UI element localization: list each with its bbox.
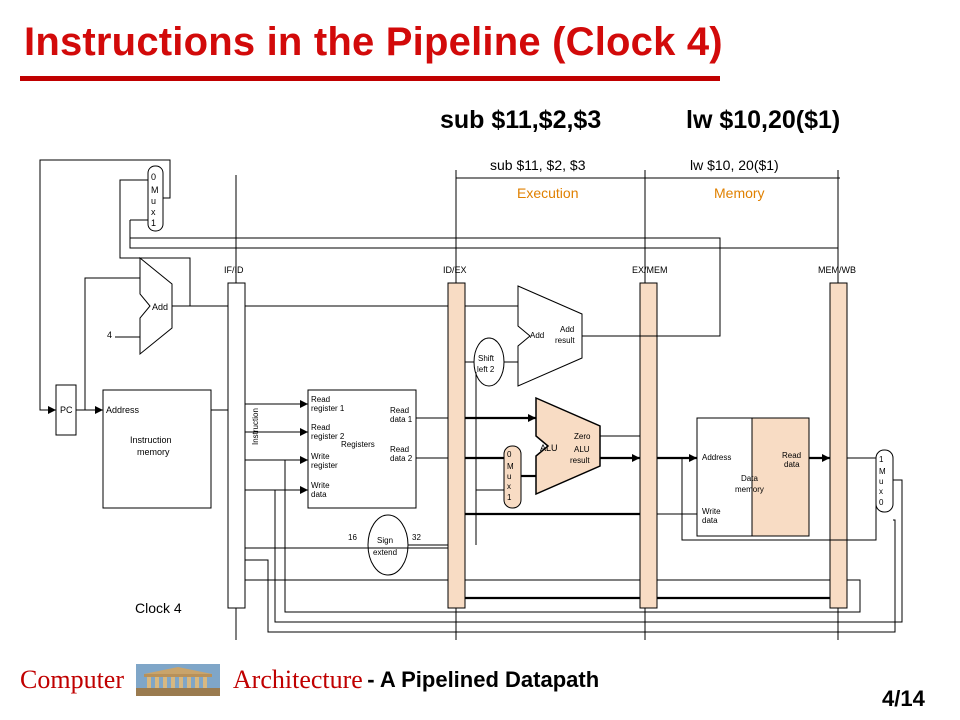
title-underline <box>20 76 720 81</box>
svg-text:Write: Write <box>311 481 330 490</box>
svg-text:1: 1 <box>507 493 512 502</box>
pc-source-mux: 0 M u x 1 <box>147 165 164 232</box>
svg-text:data: data <box>311 490 327 499</box>
stage-memory-label: Memory <box>714 185 765 201</box>
svg-text:memory: memory <box>137 447 170 457</box>
pc-adder-label: Add <box>152 302 168 312</box>
stage-instr-lw: lw $10, 20($1) <box>690 157 779 173</box>
svg-text:data 2: data 2 <box>390 454 413 463</box>
svg-text:data: data <box>702 516 718 525</box>
sign-extend-unit <box>367 514 409 576</box>
svg-text:Add: Add <box>530 331 544 340</box>
svg-text:Registers: Registers <box>341 440 375 449</box>
stage-execution-label: Execution <box>517 185 578 201</box>
if-id-register <box>227 282 246 609</box>
id-ex-register <box>447 282 466 609</box>
constant-four: 4 <box>107 330 112 340</box>
svg-text:Instruction: Instruction <box>130 435 172 445</box>
slide-title: Instructions in the Pipeline (Clock 4) <box>24 20 723 64</box>
svg-text:data: data <box>784 460 800 469</box>
mem-wb-register <box>829 282 848 609</box>
svg-text:Read: Read <box>311 423 330 432</box>
svg-text:ALU: ALU <box>574 445 590 454</box>
svg-text:u: u <box>507 472 511 481</box>
reg-id-ex-label: ID/EX <box>443 265 467 275</box>
svg-text:0: 0 <box>151 172 156 182</box>
footer-subtitle: - A Pipelined Datapath <box>367 667 600 692</box>
svg-text:M: M <box>151 185 159 195</box>
write-back-mux: 1 M u x 0 <box>875 449 894 513</box>
svg-text:register 1: register 1 <box>311 404 345 413</box>
footer-computer: Computer <box>20 665 124 694</box>
pc-adder <box>139 256 173 356</box>
ex-mem-register <box>639 282 658 609</box>
svg-text:x: x <box>151 207 156 217</box>
alu-src-mux: 0 M u x 1 <box>503 445 522 509</box>
svg-text:result: result <box>555 336 575 345</box>
instruction-sub: sub $11,$2,$3 <box>440 106 602 134</box>
svg-text:data 1: data 1 <box>390 415 413 424</box>
svg-text:Sign: Sign <box>377 536 393 545</box>
svg-text:result: result <box>570 456 590 465</box>
svg-text:Read: Read <box>390 445 409 454</box>
svg-text:Zero: Zero <box>574 432 591 441</box>
instruction-bus-label: Instruction <box>251 408 260 445</box>
svg-text:32: 32 <box>412 533 421 542</box>
svg-text:memory: memory <box>735 485 764 494</box>
stage-header: sub $11, $2, $3 lw $10, 20($1) Execution… <box>455 157 840 201</box>
svg-text:u: u <box>151 196 156 206</box>
reg-if-id-label: IF/ID <box>224 265 244 275</box>
svg-text:extend: extend <box>373 548 397 557</box>
branch-adder <box>517 285 583 387</box>
slide-footer: Computer Architecture - A Pipelined Data… <box>20 664 599 698</box>
svg-text:ALU: ALU <box>540 443 558 453</box>
reg-mem-wb-label: MEM/WB <box>818 265 856 275</box>
instruction-lw: lw $10,20($1) <box>686 106 841 134</box>
svg-text:M: M <box>879 467 886 476</box>
svg-text:1: 1 <box>151 218 156 228</box>
register-file <box>307 389 417 509</box>
svg-text:1: 1 <box>879 455 884 464</box>
svg-text:register: register <box>311 461 338 470</box>
svg-text:Add: Add <box>560 325 574 334</box>
instruction-memory <box>102 389 212 509</box>
reg-ex-mem-label: EX/MEM <box>632 265 668 275</box>
svg-text:left 2: left 2 <box>477 365 495 374</box>
svg-text:Shift: Shift <box>478 354 495 363</box>
svg-text:0: 0 <box>879 498 884 507</box>
svg-text:x: x <box>879 487 883 496</box>
data-memory: Address Read data Data memory Write data <box>696 417 810 537</box>
parthenon-logo-icon <box>136 664 221 696</box>
clock-label: Clock 4 <box>135 600 182 616</box>
svg-text:register 2: register 2 <box>311 432 345 441</box>
svg-text:Read: Read <box>311 395 330 404</box>
stage-instr-sub: sub $11, $2, $3 <box>490 157 586 173</box>
svg-text:0: 0 <box>507 450 512 459</box>
svg-text:Data: Data <box>741 474 758 483</box>
svg-text:M: M <box>507 462 514 471</box>
svg-text:x: x <box>507 482 511 491</box>
page-number: 4/14 <box>882 686 925 711</box>
footer-architecture: Architecture <box>232 665 363 694</box>
svg-text:Write: Write <box>311 452 330 461</box>
svg-text:Read: Read <box>390 406 409 415</box>
svg-text:Address: Address <box>106 405 140 415</box>
pc-label: PC <box>60 405 73 415</box>
svg-text:16: 16 <box>348 533 357 542</box>
svg-text:Write: Write <box>702 507 721 516</box>
svg-text:u: u <box>879 477 883 486</box>
svg-text:Address: Address <box>702 453 731 462</box>
svg-text:Read: Read <box>782 451 801 460</box>
